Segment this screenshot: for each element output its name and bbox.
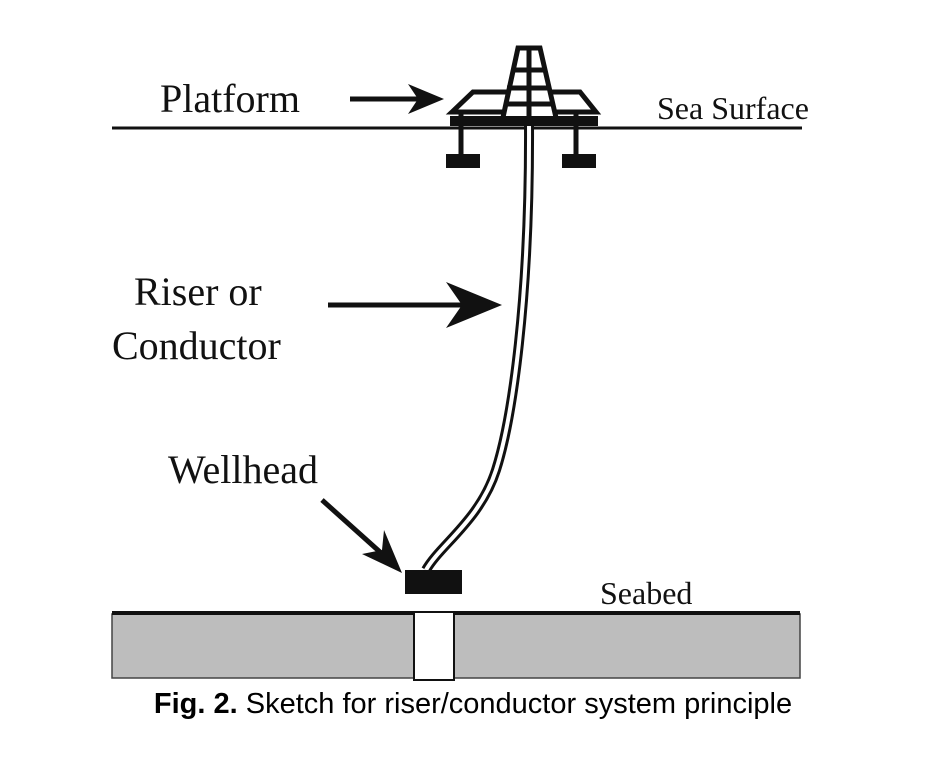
platform-label: Platform bbox=[160, 76, 300, 121]
riser-label-line2: Conductor bbox=[112, 323, 281, 368]
seabed-ground bbox=[111, 611, 801, 681]
platform-pontoon-right bbox=[562, 154, 596, 168]
platform-pontoon-left bbox=[446, 154, 480, 168]
platform-structure bbox=[445, 45, 602, 156]
wellhead-arrow bbox=[320, 498, 402, 573]
wellhead-label: Wellhead bbox=[168, 447, 319, 492]
riser-arrow bbox=[328, 282, 502, 328]
platform-arrow bbox=[350, 84, 444, 114]
figure-caption: Fig. 2. Sketch for riser/conductor syste… bbox=[0, 688, 946, 721]
seabed-label: Seabed bbox=[600, 575, 693, 611]
wellhead-block bbox=[405, 570, 462, 594]
caption-prefix: Fig. 2. bbox=[153, 688, 238, 720]
riser-label-line1: Riser or bbox=[134, 269, 262, 314]
platform-deck-base bbox=[450, 116, 598, 126]
riser-pipe bbox=[421, 121, 535, 573]
sea-surface-label: Sea Surface bbox=[657, 90, 809, 126]
caption-text: Sketch for riser/conductor system princi… bbox=[245, 688, 793, 720]
